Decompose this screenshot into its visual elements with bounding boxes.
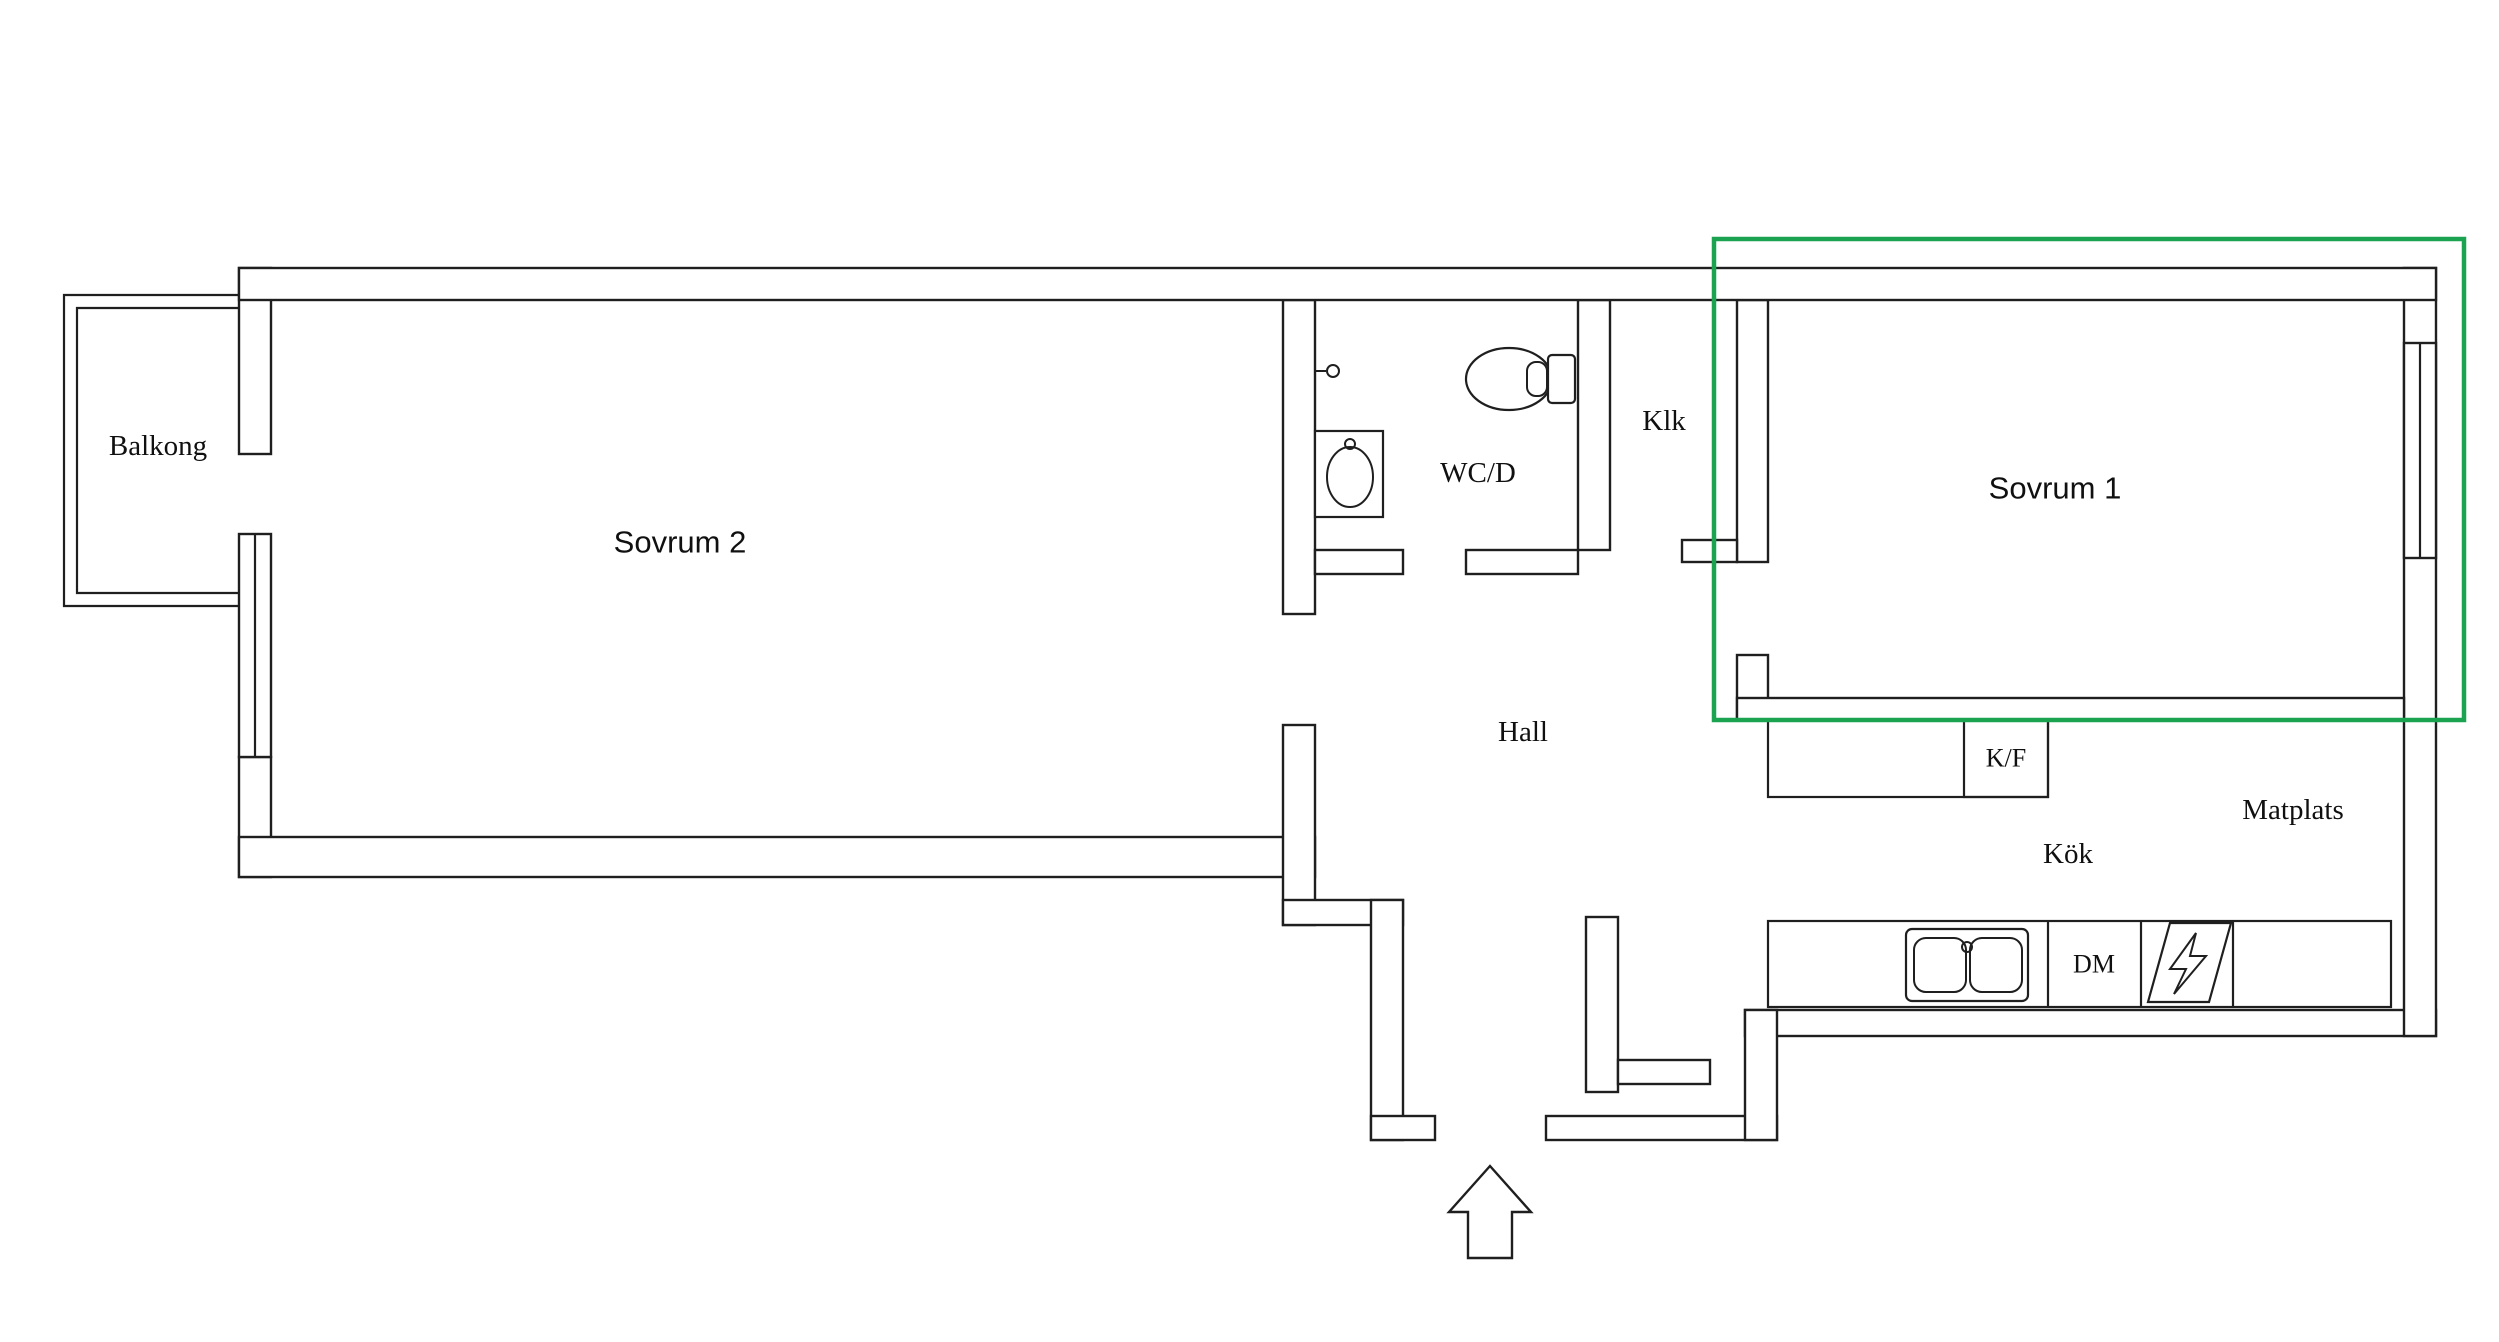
wall-entry-right — [1743, 1008, 1779, 1142]
wall-entry-left — [1369, 898, 1405, 1142]
windows — [237, 341, 2438, 759]
wall-sovrum2-hall — [1281, 723, 1317, 927]
wall-klk-bottom-stub — [1680, 538, 1739, 564]
toilet-bowl-icon — [1464, 346, 1554, 412]
kitchen-fixtures — [1904, 921, 2233, 1004]
wall-wc-bottom-left — [1313, 548, 1405, 576]
wall-top — [237, 266, 2438, 302]
label-hall: Hall — [1498, 716, 1548, 748]
wall-hall-niche — [1584, 915, 1620, 1094]
label-sovrum2: Sovrum 2 — [614, 525, 747, 560]
wall-sovrum1-left-upper — [1735, 298, 1770, 564]
washbasin-faucet-icon — [1344, 438, 1356, 450]
room-labels: Balkong Sovrum 2 WC/D Klk Sovrum 1 Hall … — [109, 405, 2344, 979]
wall-wc-klk — [1576, 298, 1612, 552]
label-klk: Klk — [1642, 405, 1686, 437]
sovrum1-highlight-box — [1711, 236, 2467, 723]
counter-kitchen-row — [1766, 919, 2393, 1009]
wall-entry-bottom-right — [1544, 1114, 1779, 1142]
label-wcd: WC/D — [1440, 457, 1516, 489]
balcony-outer-line — [62, 293, 239, 608]
toilet-tank-icon — [1546, 353, 1577, 405]
wall-sovrum2-bottom — [237, 835, 1317, 879]
label-matplats: Matplats — [2242, 794, 2344, 826]
balcony-inner-line — [75, 306, 239, 595]
wall-entry-bottom-left — [1369, 1114, 1437, 1142]
wall-valve-icon — [1326, 364, 1340, 378]
walls — [237, 266, 2438, 1142]
kitchen-sink-basin-right-icon — [1969, 937, 2023, 993]
wall-sovrum1-bottom — [1735, 696, 2406, 722]
kitchen-sink-basin-left-icon — [1913, 937, 1967, 993]
label-sovrum1: Sovrum 1 — [1989, 471, 2122, 506]
stove-lightning-icon — [2168, 932, 2209, 995]
wall-hall-niche-stub — [1616, 1058, 1712, 1086]
wall-sovrum2-wc — [1281, 298, 1317, 616]
wall-kitchen-bottom — [1743, 1008, 2438, 1038]
label-kf: K/F — [1986, 744, 2026, 773]
label-dm: DM — [2073, 950, 2115, 979]
wall-wc-bottom-right — [1464, 548, 1580, 576]
entrance-arrow-icon — [1446, 1164, 1534, 1260]
balcony-outline — [62, 293, 239, 608]
stove-icon — [2146, 921, 2233, 1004]
kitchen-faucet-icon — [1961, 941, 1973, 953]
toilet-seat-icon — [1526, 361, 1548, 397]
washbasin-bowl-icon — [1326, 446, 1374, 508]
label-kok: Kök — [2043, 838, 2093, 870]
bathroom-fixtures — [1313, 346, 1577, 519]
label-balkong: Balkong — [109, 430, 207, 462]
